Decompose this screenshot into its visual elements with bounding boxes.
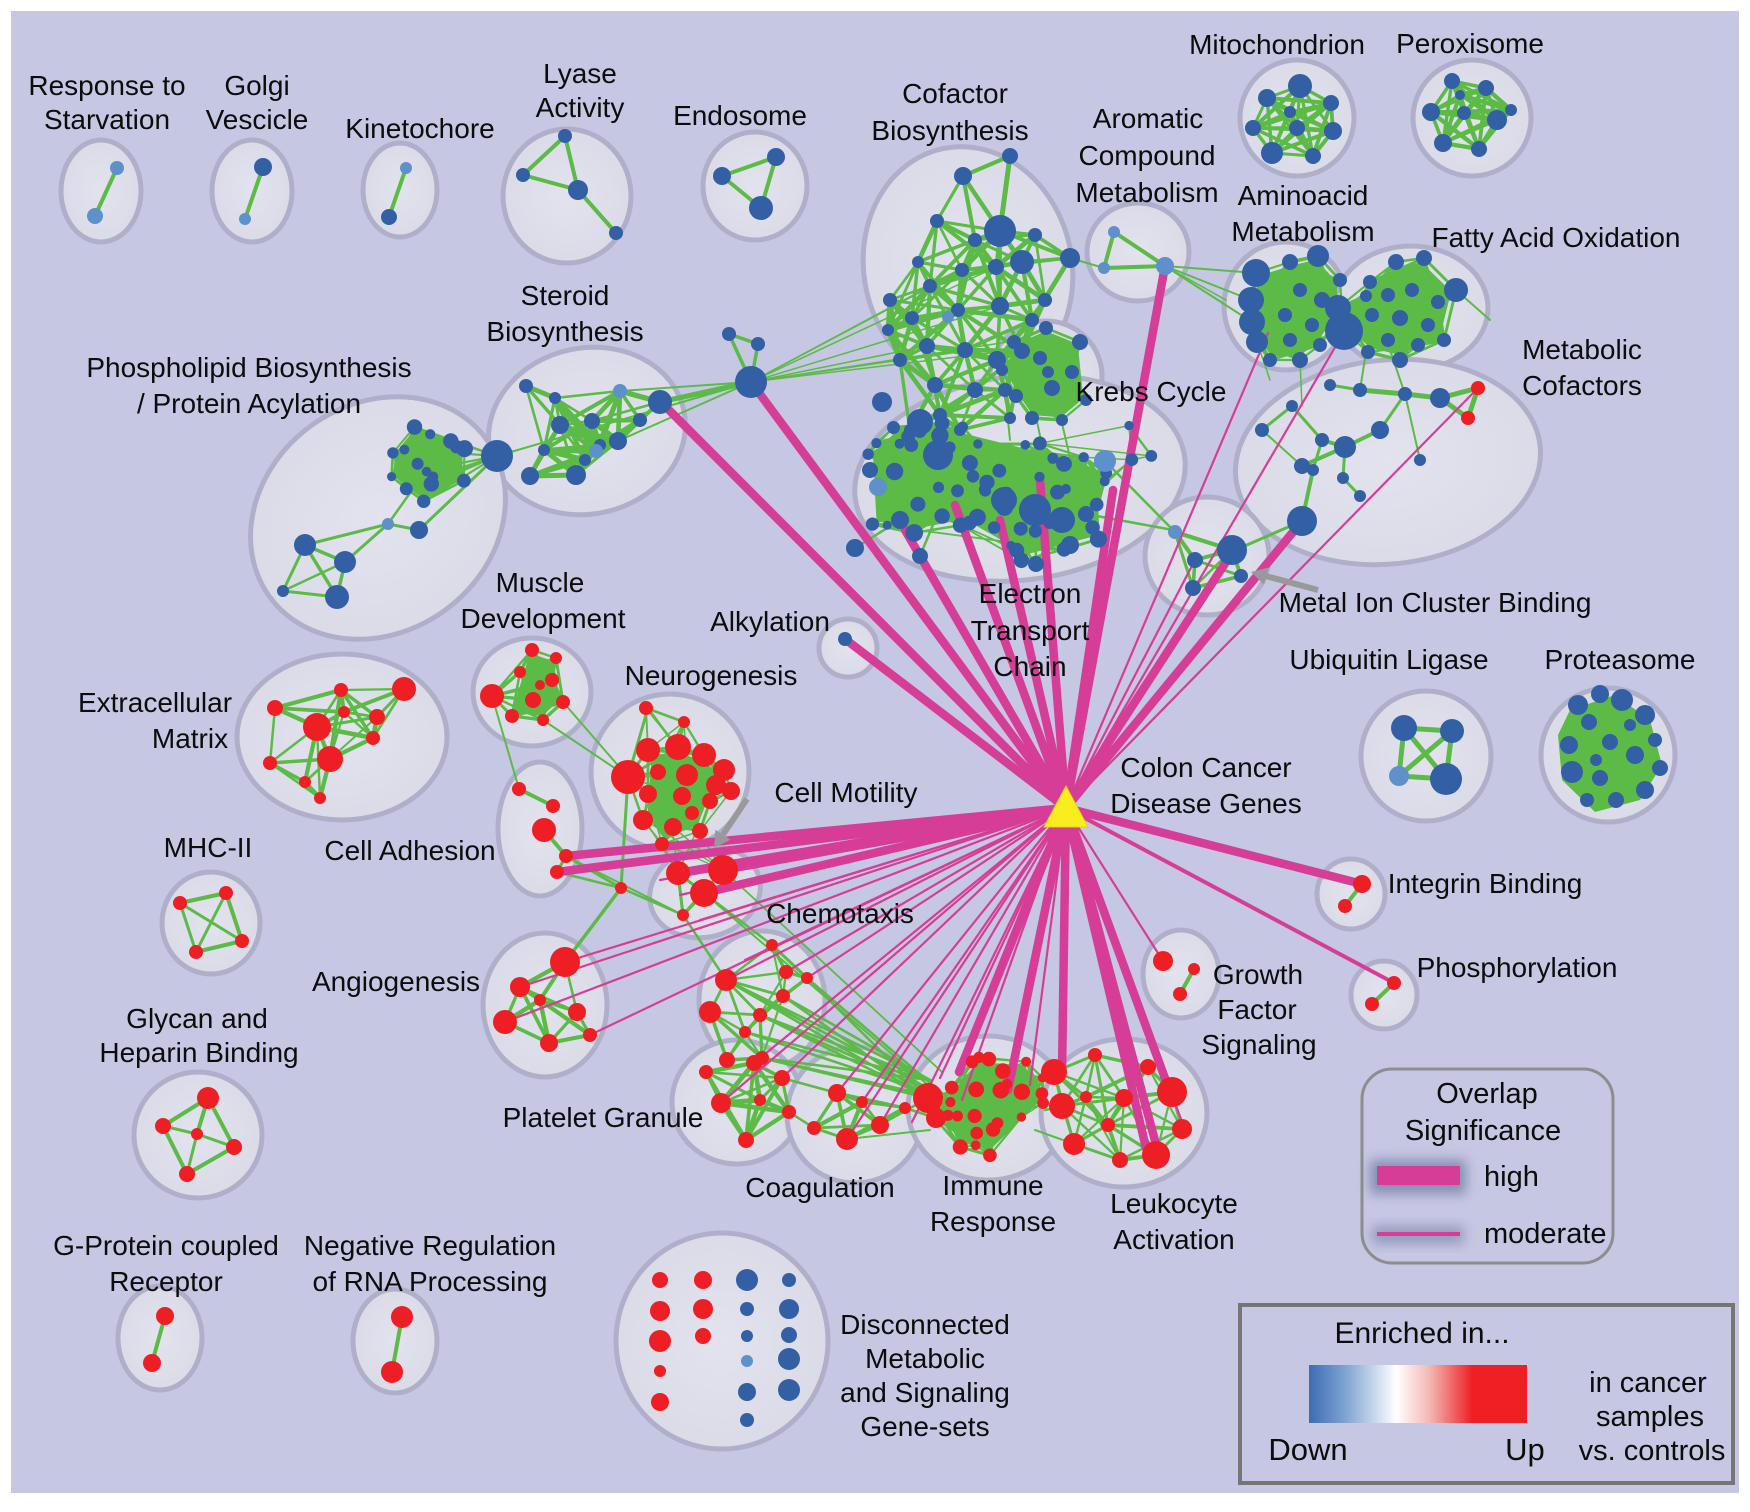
svg-text:high: high — [1484, 1161, 1539, 1193]
svg-text:Cofactor: Cofactor — [902, 78, 1008, 109]
svg-text:Steroid: Steroid — [521, 280, 610, 311]
svg-text:Metabolism: Metabolism — [1231, 216, 1374, 247]
svg-text:Integrin Binding: Integrin Binding — [1388, 868, 1583, 899]
svg-text:Leukocyte: Leukocyte — [1110, 1188, 1238, 1219]
svg-text:Response: Response — [930, 1206, 1056, 1237]
svg-text:Proteasome: Proteasome — [1545, 644, 1696, 675]
svg-text:Kinetochore: Kinetochore — [345, 113, 494, 144]
svg-text:MHC-II: MHC-II — [164, 832, 253, 863]
svg-text:Compound: Compound — [1079, 140, 1216, 171]
svg-text:Chain: Chain — [993, 651, 1066, 682]
svg-text:Lyase: Lyase — [543, 58, 617, 89]
svg-text:Electron: Electron — [979, 578, 1082, 609]
svg-text:of RNA Processing: of RNA Processing — [313, 1266, 548, 1297]
svg-text:Development: Development — [461, 603, 626, 634]
svg-text:Immune: Immune — [942, 1170, 1043, 1201]
svg-text:Mitochondrion: Mitochondrion — [1189, 29, 1365, 60]
svg-text:Biosynthesis: Biosynthesis — [871, 115, 1028, 146]
svg-text:Matrix: Matrix — [152, 723, 228, 754]
svg-text:vs. controls: vs. controls — [1579, 1435, 1726, 1467]
svg-text:Transport: Transport — [971, 615, 1090, 646]
svg-text:Extracellular: Extracellular — [78, 687, 232, 718]
svg-text:Neurogenesis: Neurogenesis — [625, 660, 798, 691]
svg-text:/ Protein Acylation: / Protein Acylation — [137, 388, 361, 419]
svg-text:Endosome: Endosome — [673, 100, 807, 131]
svg-text:G-Protein coupled: G-Protein coupled — [53, 1230, 279, 1261]
svg-text:Ubiquitin Ligase: Ubiquitin Ligase — [1289, 644, 1488, 675]
svg-text:Muscle: Muscle — [496, 567, 585, 598]
svg-text:Disease Genes: Disease Genes — [1110, 788, 1301, 819]
svg-text:Cell Adhesion: Cell Adhesion — [324, 835, 495, 866]
svg-text:Disconnected: Disconnected — [840, 1309, 1010, 1340]
svg-text:Activation: Activation — [1113, 1224, 1234, 1255]
svg-text:Activity: Activity — [536, 92, 625, 123]
svg-text:Metal Ion Cluster Binding: Metal Ion Cluster Binding — [1279, 587, 1592, 618]
svg-text:Angiogenesis: Angiogenesis — [312, 966, 480, 997]
svg-text:Peroxisome: Peroxisome — [1396, 28, 1544, 59]
svg-text:Biosynthesis: Biosynthesis — [486, 316, 643, 347]
svg-text:Overlap: Overlap — [1436, 1078, 1538, 1110]
svg-text:Gene-sets: Gene-sets — [860, 1411, 989, 1442]
svg-text:moderate: moderate — [1484, 1218, 1607, 1250]
svg-text:Enriched in...: Enriched in... — [1334, 1317, 1509, 1350]
svg-text:Golgi: Golgi — [224, 70, 289, 101]
svg-text:Krebs Cycle: Krebs Cycle — [1076, 376, 1227, 407]
svg-text:Starvation: Starvation — [44, 104, 170, 135]
svg-text:Colon Cancer: Colon Cancer — [1120, 752, 1291, 783]
svg-text:Signaling: Signaling — [1201, 1029, 1316, 1060]
svg-text:and Signaling: and Signaling — [840, 1377, 1010, 1408]
svg-text:Platelet Granule: Platelet Granule — [503, 1102, 704, 1133]
svg-text:Heparin Binding: Heparin Binding — [99, 1037, 298, 1068]
svg-text:Phosphorylation: Phosphorylation — [1417, 952, 1618, 983]
svg-text:in cancer: in cancer — [1589, 1367, 1707, 1399]
svg-text:Vescicle: Vescicle — [206, 104, 309, 135]
svg-text:Glycan and: Glycan and — [126, 1003, 268, 1034]
svg-text:Growth: Growth — [1213, 959, 1303, 990]
svg-text:Fatty Acid Oxidation: Fatty Acid Oxidation — [1431, 222, 1680, 253]
svg-text:Alkylation: Alkylation — [710, 606, 830, 637]
svg-text:Metabolic: Metabolic — [865, 1343, 985, 1374]
svg-text:samples: samples — [1596, 1401, 1704, 1433]
svg-text:Up: Up — [1505, 1432, 1545, 1467]
svg-text:Phospholipid Biosynthesis: Phospholipid Biosynthesis — [86, 352, 411, 383]
svg-text:Response to: Response to — [28, 70, 185, 101]
svg-text:Receptor: Receptor — [109, 1266, 223, 1297]
svg-text:Aromatic: Aromatic — [1093, 103, 1203, 134]
svg-text:Aminoacid: Aminoacid — [1238, 180, 1369, 211]
svg-text:Down: Down — [1268, 1432, 1347, 1467]
svg-text:Chemotaxis: Chemotaxis — [766, 898, 914, 929]
svg-text:Significance: Significance — [1405, 1115, 1561, 1147]
svg-text:Cell Motility: Cell Motility — [774, 777, 917, 808]
svg-text:Factor: Factor — [1217, 994, 1296, 1025]
svg-text:Negative Regulation: Negative Regulation — [304, 1230, 556, 1261]
svg-text:Cofactors: Cofactors — [1522, 370, 1642, 401]
svg-text:Metabolic: Metabolic — [1522, 334, 1642, 365]
svg-text:Metabolism: Metabolism — [1075, 177, 1218, 208]
svg-text:Coagulation: Coagulation — [745, 1172, 894, 1203]
